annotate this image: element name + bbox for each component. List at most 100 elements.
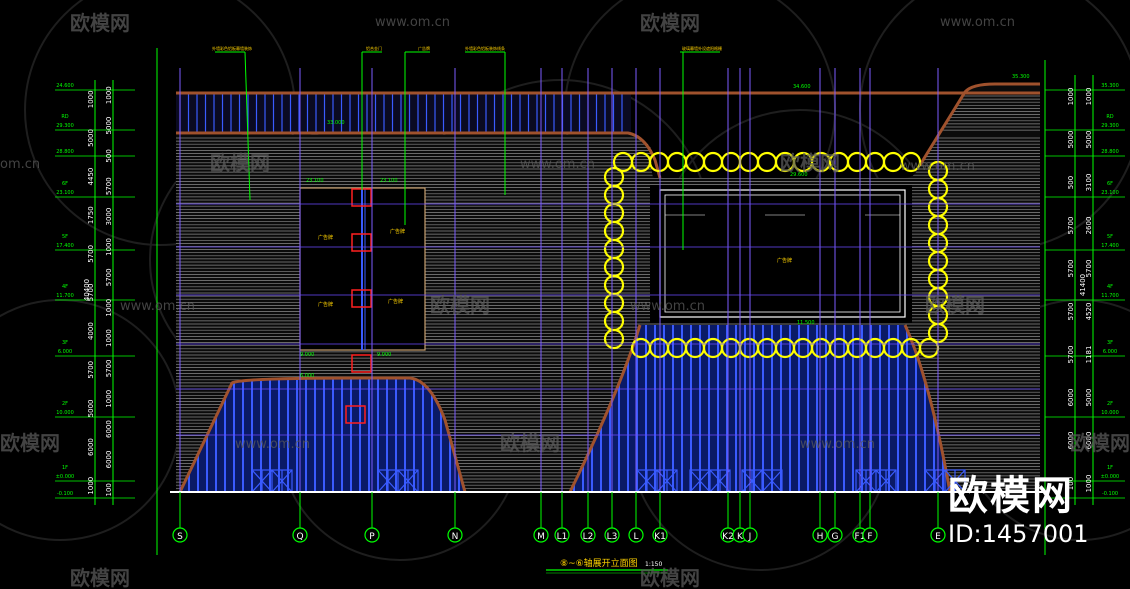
floor-label: RD (61, 114, 68, 120)
panel-labels: 广告牌 广告牌 广告牌 广告牌 广告牌 (318, 228, 792, 308)
dimension-value: 1000 (105, 86, 113, 104)
floor-label: 1F (1107, 465, 1113, 471)
axis-label-k: K (737, 532, 744, 542)
dimension-value: 5000 (1085, 389, 1093, 407)
elevation-label: 24.600 (56, 83, 74, 89)
floor-label: 6F (1107, 181, 1113, 187)
dimension-value: 5000 (1067, 131, 1075, 149)
dimension-value: 1000 (105, 299, 113, 317)
svg-text:外墙彩色铝板幕墙装饰: 外墙彩色铝板幕墙装饰 (212, 45, 252, 51)
watermark-logo-text: 欧模网 (640, 11, 700, 35)
dimension-frame (94, 48, 1094, 555)
svg-text:9.000: 9.000 (377, 352, 391, 358)
axis-label-e: E (935, 532, 941, 542)
watermark-url: www.om.cn (800, 437, 875, 452)
svg-text:29.600: 29.600 (790, 172, 808, 178)
floor-label: 2F (1107, 401, 1113, 407)
floor-lines (176, 203, 1040, 436)
floor-label: 5F (62, 234, 68, 240)
dimension-value: 5700 (87, 245, 95, 263)
axis-label-l1: L1 (557, 532, 568, 542)
floor-label: 2F (62, 401, 68, 407)
dimension-value: 5000 (87, 399, 95, 417)
left-podium-outline (178, 376, 467, 493)
dimension-total: 41400 (1079, 274, 1087, 296)
dimension-value: 100 (1067, 477, 1075, 490)
axis-label-l2: L2 (583, 532, 594, 542)
svg-text:铝合金门: 铝合金门 (366, 45, 382, 51)
axis-label-p: P (369, 532, 375, 542)
watermark-logo-text: 欧模网 (925, 293, 985, 317)
svg-text:广告牌: 广告牌 (390, 228, 405, 235)
brand-id: ID:1457001 (948, 520, 1089, 548)
level-marks-right: 35.300RD29.30028.8006F23.1005F17.4004F11… (1045, 83, 1125, 499)
floor-label: 5F (1107, 234, 1113, 240)
dimension-value: 6000 (1067, 432, 1075, 450)
floor-label: 3F (1107, 340, 1113, 346)
watermark-logo-text: 欧模网 (780, 151, 840, 175)
leader-lines (215, 51, 720, 250)
elevation-label: 17.400 (1101, 243, 1119, 249)
drawing-title: ⑧~⑥轴展开立面图 1:150 (546, 557, 668, 574)
roof-outline (176, 82, 1040, 179)
svg-text:玻璃幕墙外设遮阳格栅: 玻璃幕墙外设遮阳格栅 (682, 45, 722, 51)
axis-label-l3: L3 (607, 532, 618, 542)
elevation-label: 23.100 (56, 190, 74, 196)
dimension-value: 5700 (1067, 303, 1075, 321)
watermark-url: www.om.cn (630, 299, 705, 314)
dimension-value: 4520 (1085, 303, 1093, 321)
dimension-value: 100 (105, 483, 113, 496)
dimension-value: 1000 (1085, 88, 1093, 106)
dimension-value: 1000 (1067, 88, 1075, 106)
floor-label: 6F (62, 181, 68, 187)
elevation-label: -0.100 (57, 491, 73, 497)
dimension-value: 3100 (1085, 174, 1093, 192)
level-marks-left: 24.600RD29.30028.8006F23.1005F17.4004F11… (55, 83, 135, 499)
floor-label: 3F (62, 340, 68, 346)
dimension-value: 5700 (105, 359, 113, 377)
axis-label-m: M (537, 532, 545, 542)
watermark-logo-text: 欧模网 (70, 11, 130, 35)
axis-label-q: Q (296, 532, 303, 542)
dimension-value: 4450 (87, 168, 95, 186)
svg-text:广告牌: 广告牌 (388, 298, 403, 305)
dimension-value: 1000 (105, 390, 113, 408)
dimension-value: 5700 (87, 361, 95, 379)
elevation-label: 10.000 (56, 410, 74, 416)
axis-label-g: G (832, 532, 839, 542)
facade-annotations: 33.000 34.600 35.300 23.100 23.100 9.000… (300, 74, 1030, 379)
dimension-value: 4000 (87, 322, 95, 340)
dimension-value: 5700 (87, 284, 95, 302)
svg-text:6.000: 6.000 (300, 373, 314, 379)
svg-text:11.500: 11.500 (797, 320, 815, 326)
advertising-panel-left (299, 187, 426, 351)
dimension-value: 5700 (1067, 260, 1075, 278)
dimension-value: 5000 (87, 129, 95, 147)
elevation-label: 11.700 (1101, 293, 1119, 299)
dimension-value: 1000 (87, 90, 95, 108)
watermark-logo-text: 欧模网 (1070, 431, 1130, 455)
dimension-value: 2600 (1085, 217, 1093, 235)
floor-label: 1F (62, 465, 68, 471)
svg-text:广告牌: 广告牌 (777, 257, 792, 264)
svg-text:33.000: 33.000 (327, 120, 345, 126)
drawing-scale: 1:150 (645, 561, 662, 568)
dimension-value: 1000 (105, 238, 113, 256)
dimension-value: 5700 (105, 268, 113, 286)
elevation-label: 6.000 (1103, 349, 1117, 355)
elevation-label: 10.000 (1101, 410, 1119, 416)
watermark-logo-text: 欧模网 (500, 431, 560, 455)
watermarks: 欧模网欧模网欧模网欧模网欧模网欧模网欧模网欧模网欧模网欧模网欧模网www.om.… (0, 11, 1130, 589)
floor-label: RD (1106, 114, 1113, 120)
svg-text:广告牌: 广告牌 (318, 234, 333, 241)
watermark-logo-text: 欧模网 (0, 431, 60, 455)
elevation-label: 29.300 (1101, 123, 1119, 129)
elevation-label: ±0.000 (56, 474, 75, 480)
dimension-value: 500 (105, 149, 113, 162)
svg-text:23.100: 23.100 (380, 178, 398, 184)
elevation-label: 35.300 (1101, 83, 1119, 89)
watermark-url: www.om.cn (375, 15, 450, 30)
dimension-value: 1000 (105, 329, 113, 347)
